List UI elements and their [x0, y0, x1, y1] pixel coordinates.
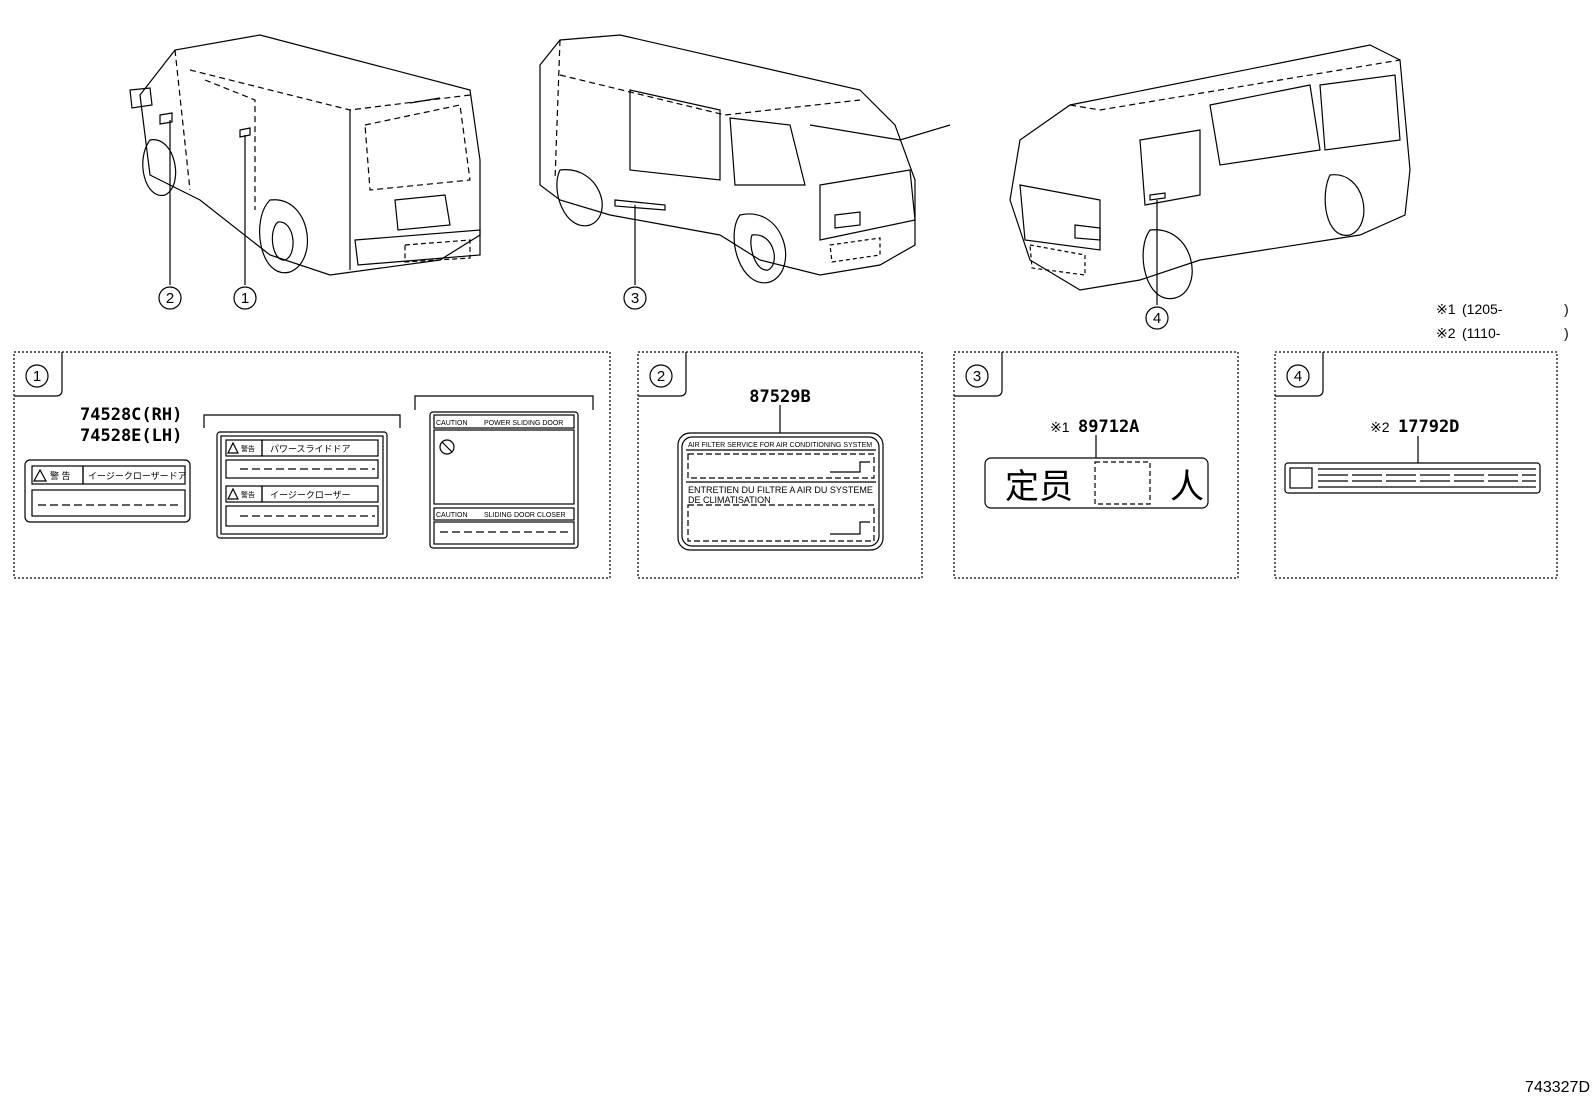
panel-3	[953, 351, 1239, 579]
note-mark-1: ※1	[1050, 419, 1070, 435]
callout-3: 3	[631, 290, 639, 307]
van-front-left-view	[1009, 44, 1411, 305]
capacity-label-right: 人	[1170, 467, 1204, 507]
panel-2	[637, 351, 923, 579]
label-c-caution-bottom: CAUTION	[436, 512, 468, 519]
diagram-code: 743327D	[1525, 1079, 1590, 1096]
callout-2: 2	[166, 290, 174, 307]
note-1-close: )	[1564, 301, 1569, 317]
label-fr-line-1: ENTRETIEN DU FILTRE A AIR DU SYSTEME	[688, 485, 873, 495]
note-2-text: (1110-	[1462, 325, 1501, 341]
note-1-text: (1205-	[1462, 301, 1503, 317]
callout-circle	[623, 286, 647, 310]
panel-3-number: 3	[973, 368, 981, 385]
panel-4	[1274, 351, 1558, 579]
part-number-74528e: 74528E(LH)	[80, 426, 182, 446]
label-b2-warning: 警告	[241, 490, 255, 499]
note-mark-2: ※2	[1370, 419, 1390, 435]
panel-4-number: 4	[1294, 368, 1302, 385]
label-c-header-bottom: SLIDING DOOR CLOSER	[484, 512, 566, 519]
label-b1-text: パワースライドドア	[270, 444, 351, 454]
part-number-87529b: 87529B	[749, 387, 810, 407]
panel-1-number: 1	[33, 368, 41, 385]
panel-2-number: 2	[657, 368, 665, 385]
part-number-17792d: 17792D	[1398, 417, 1459, 437]
note-1-mark: ※1	[1436, 301, 1456, 317]
part-number-89712a: 89712A	[1078, 417, 1139, 437]
label-c-header-top: POWER SLIDING DOOR	[484, 420, 563, 427]
part-number-74528c: 74528C(RH)	[80, 405, 182, 425]
label-b2-text: イージークローザー	[270, 490, 351, 500]
callout-4: 4	[1153, 310, 1161, 327]
label-b1-warning: 警告	[241, 444, 255, 453]
label-fr-line-2: DE CLIMATISATION	[688, 495, 771, 505]
callout-circle	[158, 286, 182, 310]
callout-circle	[1145, 306, 1169, 330]
panel-1	[13, 351, 611, 579]
capacity-label-left: 定员	[1005, 467, 1073, 507]
van-front-right-view	[539, 34, 951, 285]
label-a-text: イージークローザードア	[88, 471, 187, 481]
note-2-close: )	[1564, 325, 1569, 341]
label-c-caution-top: CAUTION	[436, 420, 468, 427]
van-rear-view	[129, 34, 481, 285]
label-a-warning: 警 告	[50, 470, 71, 481]
callout-1: 1	[241, 290, 249, 307]
note-2-mark: ※2	[1436, 325, 1456, 341]
label-en-text: AIR FILTER SERVICE FOR AIR CONDITIONING …	[688, 442, 872, 449]
callout-circle	[233, 286, 257, 310]
